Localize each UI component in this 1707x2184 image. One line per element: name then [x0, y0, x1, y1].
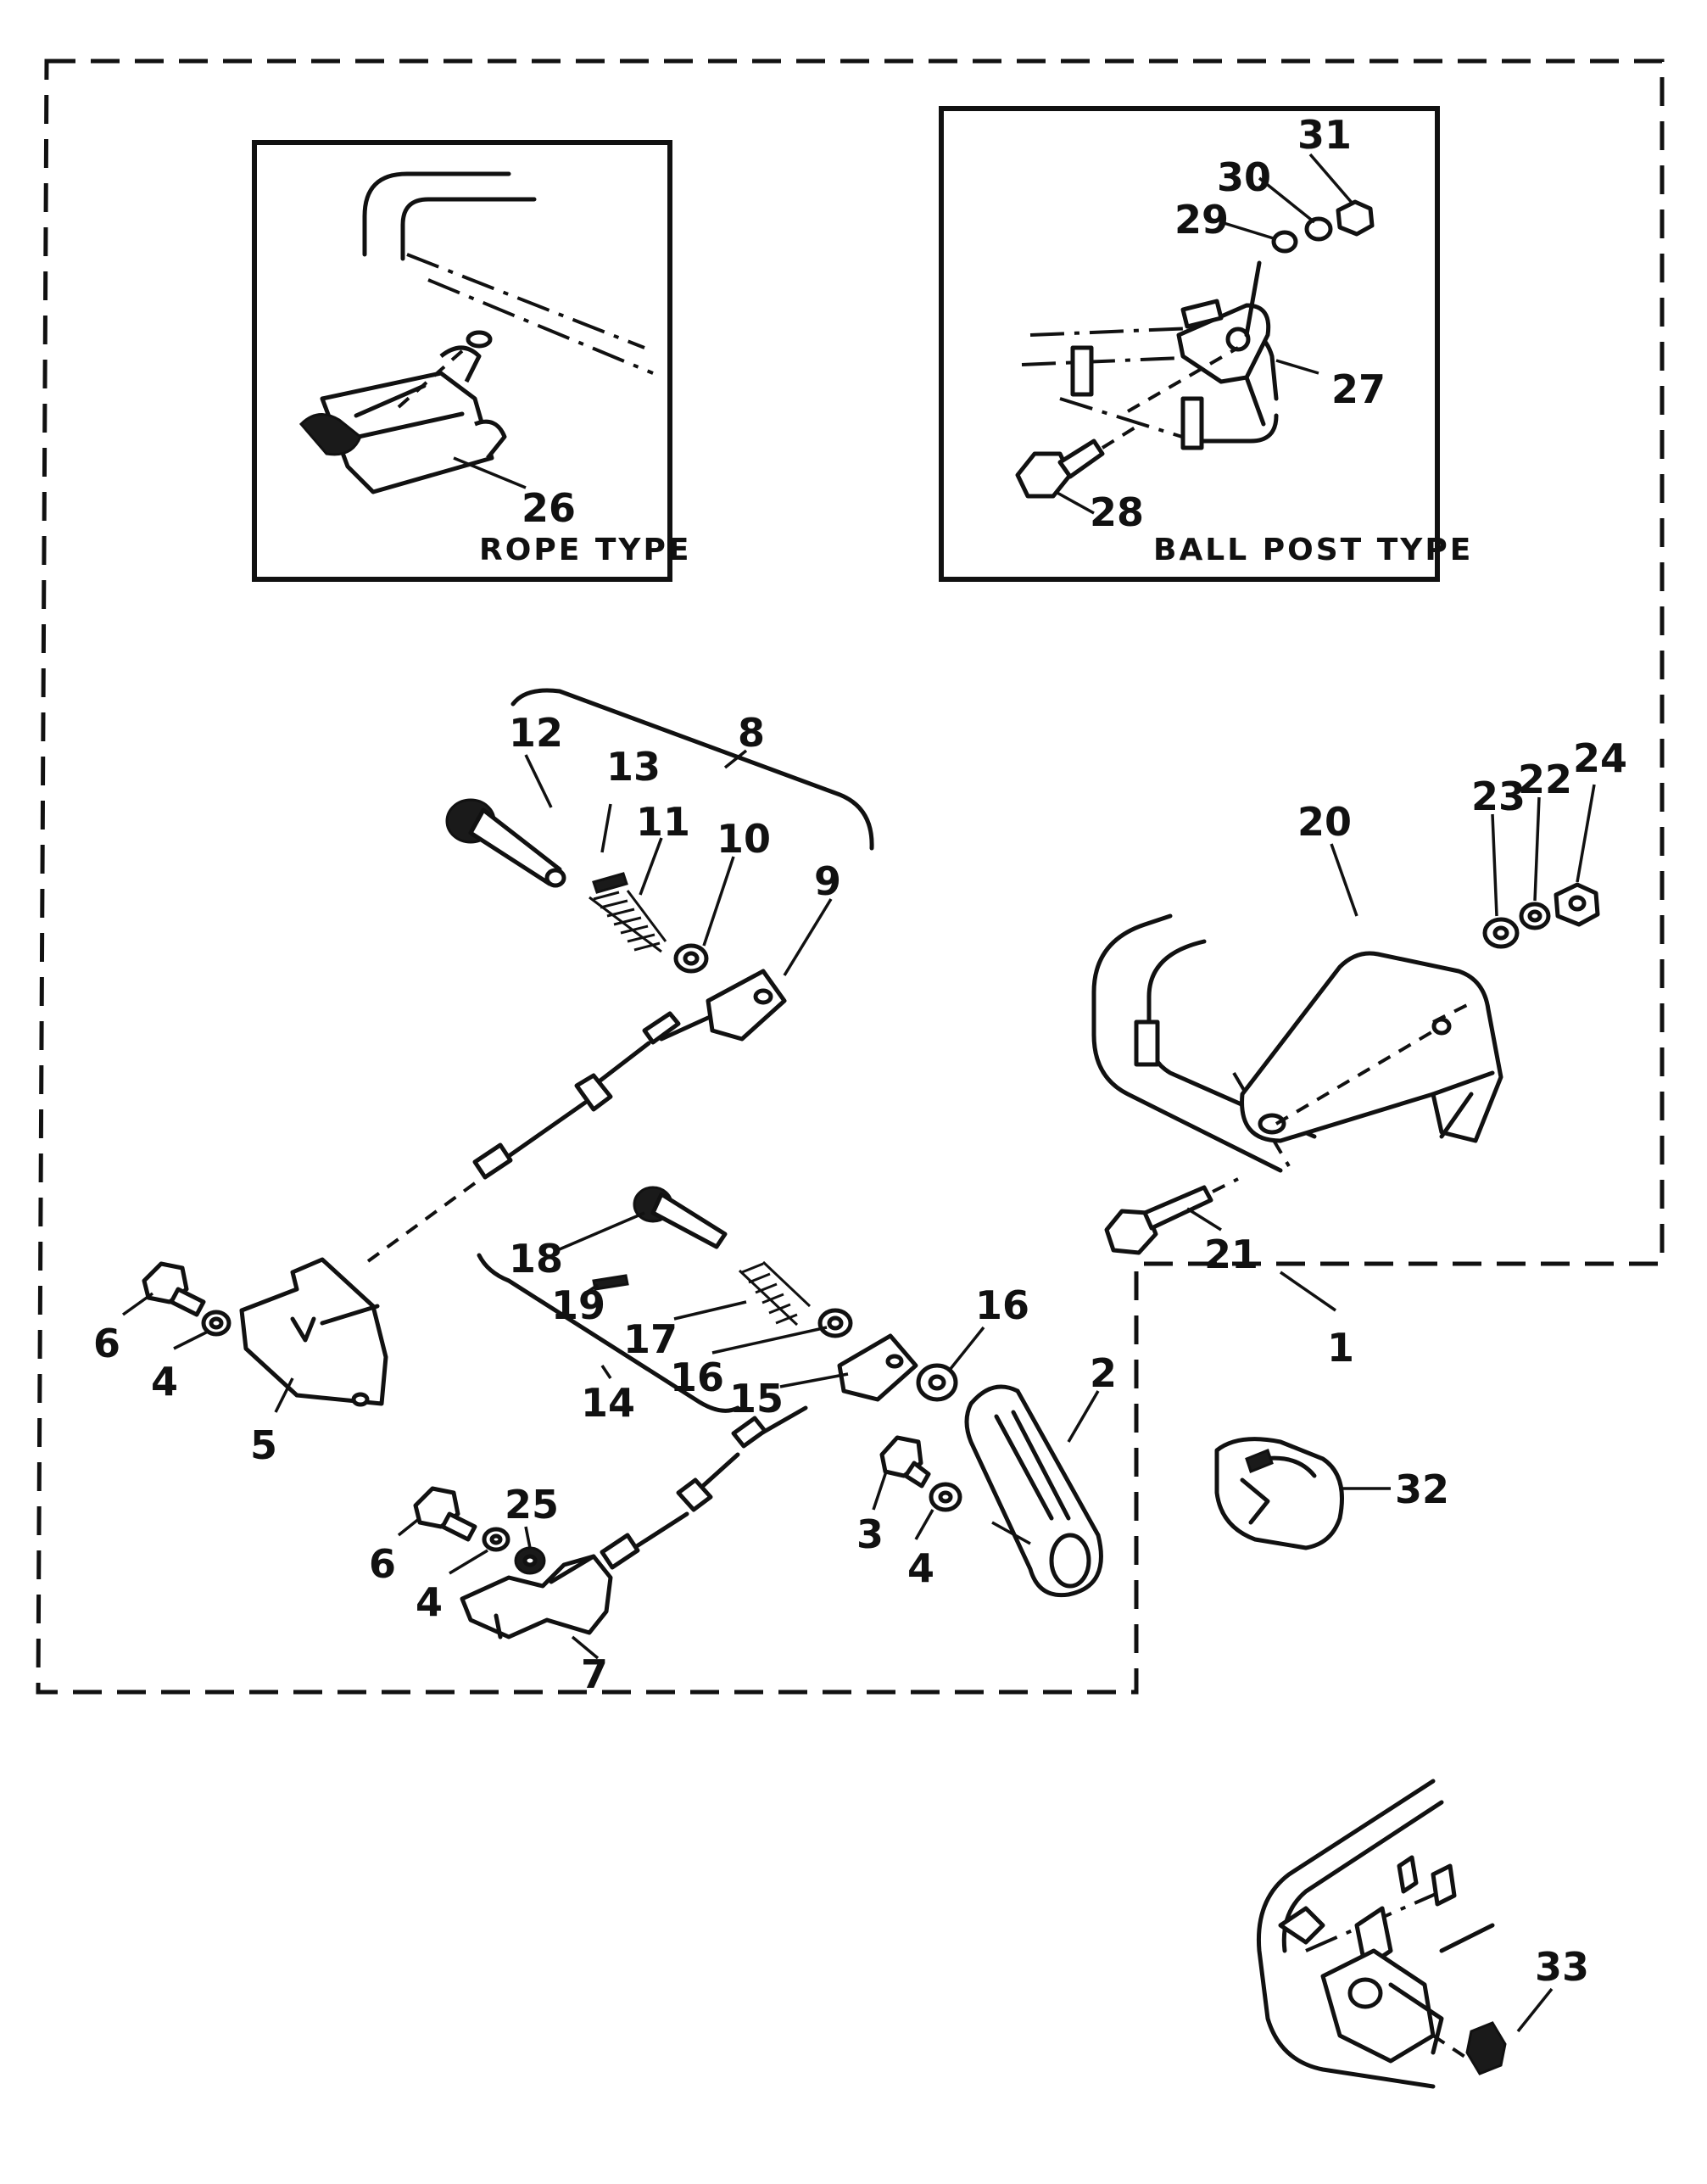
callout-6b: 6 [369, 1541, 396, 1587]
callout-4c: 4 [907, 1545, 934, 1591]
callout-30: 30 [1217, 154, 1271, 200]
callout-13: 13 [606, 744, 661, 790]
callout-23: 23 [1471, 774, 1526, 819]
callout-14: 14 [581, 1380, 635, 1426]
assembly-boundary [36, 59, 1665, 1695]
callout-33: 33 [1535, 1944, 1589, 1990]
bracket-20: 20 23 22 24 21 [1091, 735, 1627, 1277]
callout-9: 9 [814, 858, 841, 904]
callout-5: 5 [250, 1422, 277, 1468]
callout-32: 32 [1395, 1466, 1449, 1512]
bracket-7: 6 4 25 7 [369, 1482, 613, 1697]
rope-type-caption: ROPE TYPE [479, 533, 691, 567]
callout-4b: 4 [416, 1579, 443, 1625]
callout-15: 15 [729, 1376, 784, 1422]
callout-1: 1 [1327, 1325, 1354, 1371]
ball-post-type-inset: 31 30 29 27 28 BALL POST TYPE [939, 106, 1473, 582]
callout-11: 11 [636, 799, 690, 845]
callout-19: 19 [551, 1282, 605, 1328]
callout-28: 28 [1090, 489, 1144, 535]
callout-20: 20 [1297, 799, 1352, 845]
lower-link-assembly: 18 19 17 16 15 16 14 [477, 1186, 1029, 1597]
part-33-installed-view: 33 [1256, 1779, 1589, 2089]
callout-29: 29 [1174, 197, 1229, 243]
part-32: 32 [1214, 1437, 1449, 1550]
ball-post-type-caption: BALL POST TYPE [1153, 533, 1473, 567]
callout-3: 3 [856, 1511, 884, 1557]
callout-10: 10 [717, 816, 771, 862]
callout-16b: 16 [975, 1282, 1029, 1328]
callout-12: 12 [509, 710, 563, 756]
callout-16a: 16 [670, 1355, 724, 1400]
handle-2: 2 3 4 [856, 1350, 1117, 1598]
callout-6a: 6 [93, 1321, 120, 1366]
callout-26: 26 [522, 485, 576, 531]
callout-18: 18 [509, 1236, 563, 1282]
callout-4a: 4 [151, 1359, 178, 1405]
callout-25: 25 [505, 1482, 559, 1528]
callout-22: 22 [1518, 757, 1572, 802]
callout-7: 7 [581, 1651, 608, 1697]
callout-21: 21 [1204, 1232, 1258, 1277]
upper-link-assembly: 8 12 13 11 10 9 [363, 688, 874, 1265]
callout-17: 17 [623, 1316, 678, 1362]
bracket-5: 6 4 5 [93, 1257, 388, 1468]
callout-24: 24 [1573, 735, 1627, 781]
callout-8: 8 [738, 710, 765, 756]
callout-31: 31 [1297, 112, 1352, 158]
callout-2: 2 [1090, 1350, 1117, 1396]
callout-27: 27 [1331, 366, 1386, 412]
rope-type-inset: 26 ROPE TYPE [252, 140, 691, 582]
